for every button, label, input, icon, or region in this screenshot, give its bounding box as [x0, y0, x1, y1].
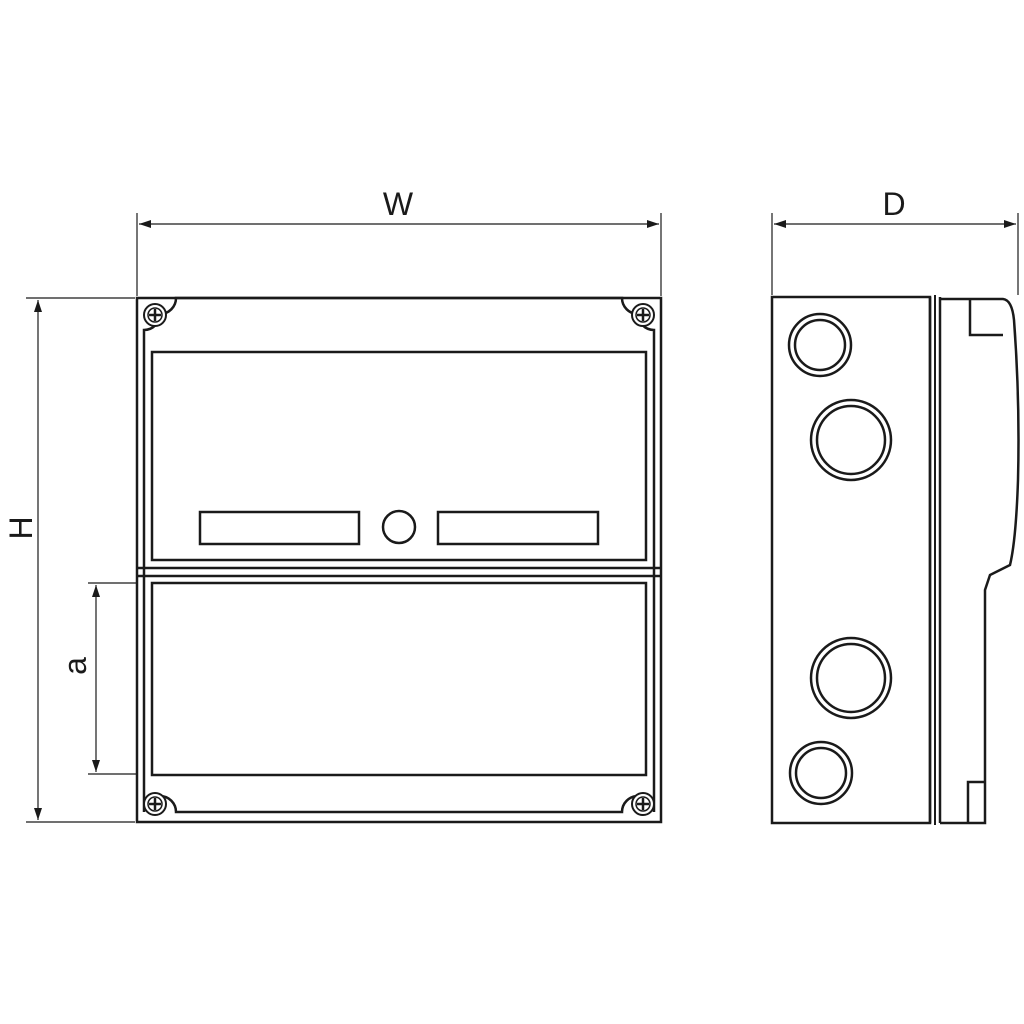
front-view	[135, 296, 663, 824]
lower-window	[150, 581, 648, 777]
knockout-hole	[788, 740, 854, 806]
upper-window	[150, 350, 648, 562]
side-view	[770, 295, 1020, 825]
screw-icon	[630, 302, 656, 328]
center-knob	[381, 509, 417, 545]
side-cover-profile	[940, 297, 1020, 825]
knockout-hole	[787, 312, 853, 378]
upper-tab	[968, 299, 1003, 337]
label-strip-right	[436, 510, 600, 546]
screw-icon	[630, 791, 656, 817]
screw-icon	[142, 791, 168, 817]
width-label: W	[383, 186, 414, 222]
side-enclosure-outline	[770, 295, 932, 825]
height-label: H	[3, 516, 39, 539]
screw-icon	[142, 302, 168, 328]
section-a-label: a	[57, 657, 93, 675]
depth-label: D	[882, 186, 905, 222]
front-cover-outline	[142, 296, 656, 814]
knockout-hole	[809, 398, 893, 482]
lower-tab	[966, 780, 985, 823]
dimension-lines	[26, 213, 1019, 823]
label-strip-left	[198, 510, 361, 546]
knockout-hole	[809, 636, 893, 720]
